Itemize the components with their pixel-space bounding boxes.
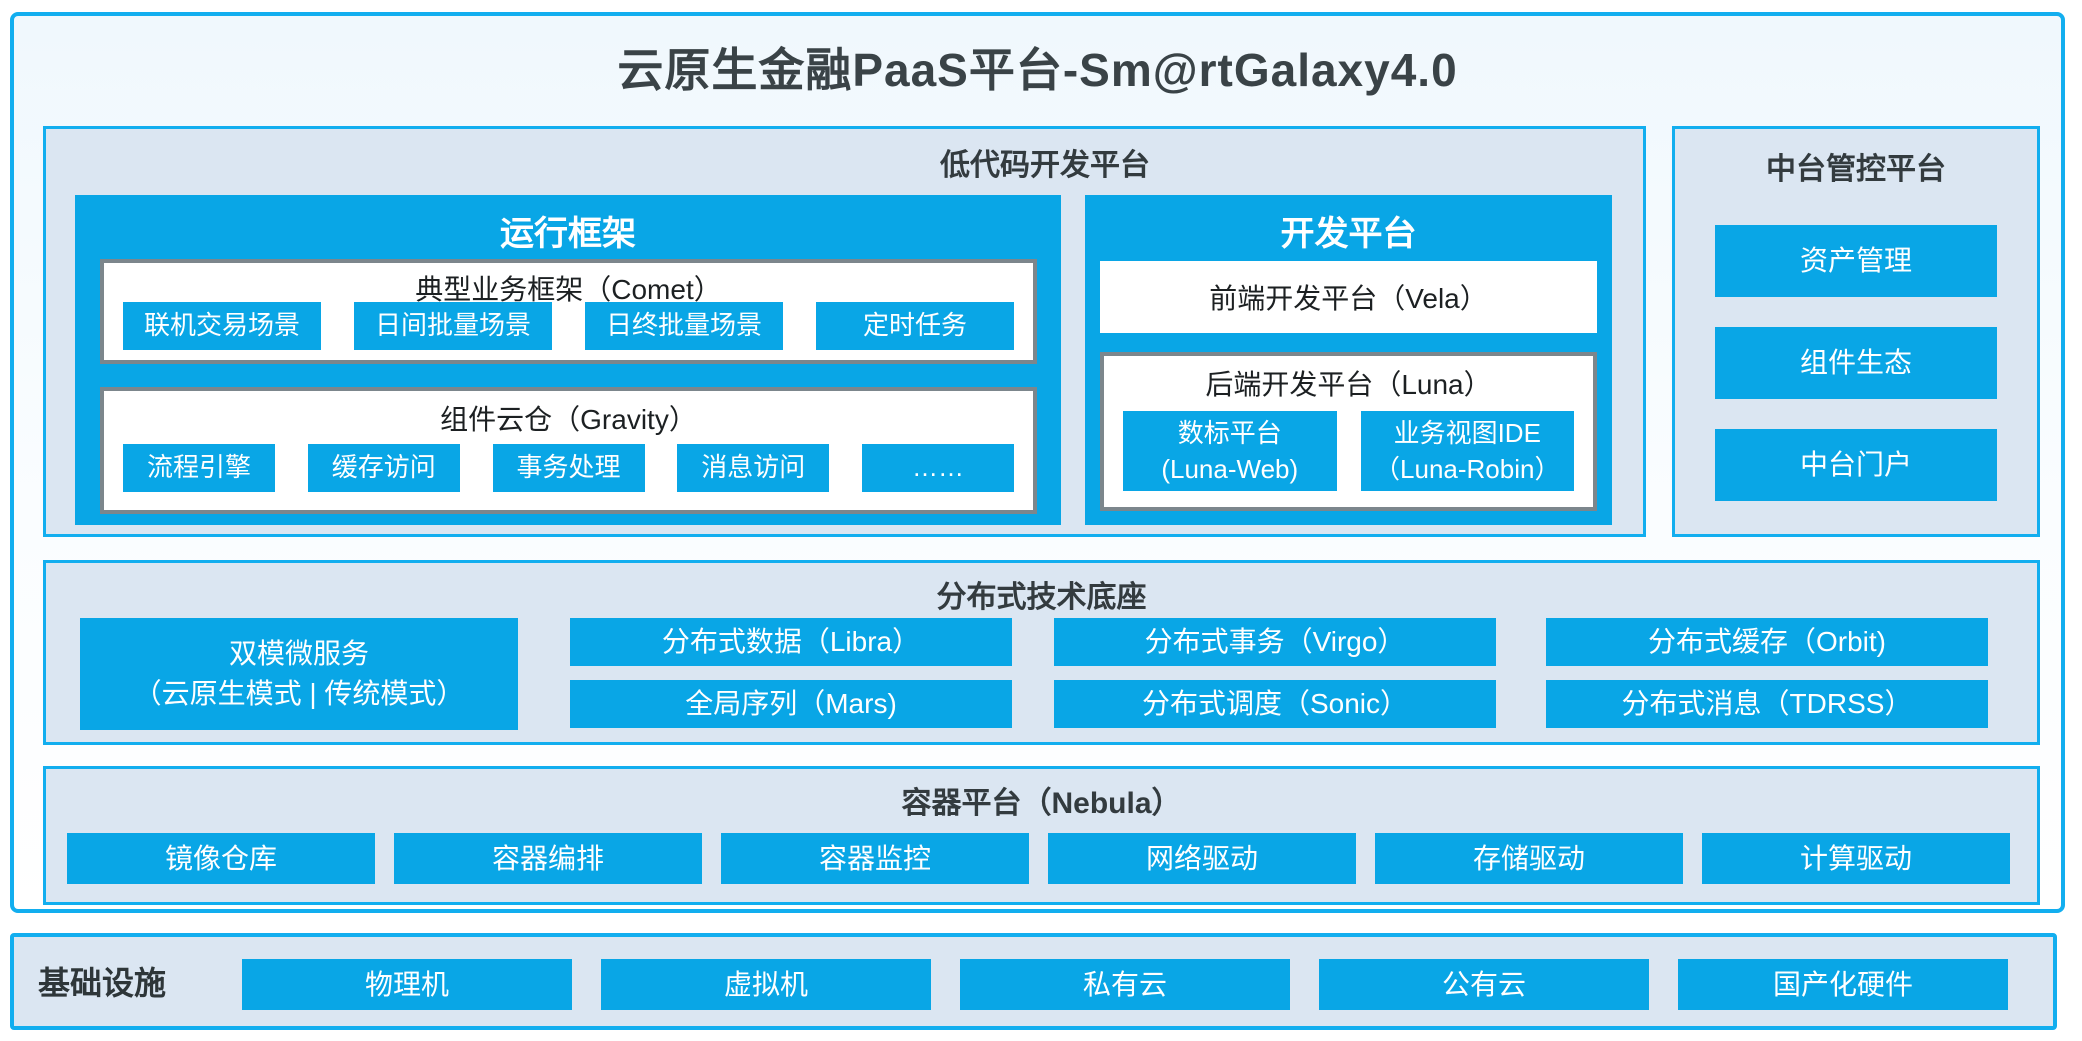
chip-transaction-processing: 事务处理 — [492, 444, 645, 492]
chip-endofday-batch: 日终批量场景 — [585, 302, 783, 350]
chip-midplatform-portal: 中台门户 — [1715, 429, 1997, 501]
section-label-midplatform: 中台管控平台 — [1766, 153, 1946, 186]
box-comet: 典型业务框架（Comet） 联机交易场景 日间批量场景 日终批量场景 定时任务 — [100, 259, 1037, 364]
chip-dual-line1: 双模微服务 — [228, 638, 369, 669]
gravity-item-row: 流程引擎 缓存访问 事务处理 消息访问 …… — [123, 444, 1014, 492]
chip-luna-web-code: (Luna-Web) — [1161, 454, 1299, 484]
block-title-runtime: 运行框架 — [500, 215, 636, 253]
chip-distributed-message-tdrss: 分布式消息（TDRSS） — [1546, 680, 1988, 728]
box-luna-title: 后端开发平台（Luna） — [1205, 369, 1492, 400]
chip-distributed-cache-orbit: 分布式缓存（Orbit) — [1546, 618, 1988, 666]
chip-global-sequence-mars: 全局序列（Mars) — [570, 680, 1012, 728]
chip-luna-web: 数标平台 (Luna-Web) — [1123, 411, 1337, 491]
chip-container-monitoring: 容器监控 — [721, 833, 1029, 884]
section-label-infrastructure: 基础设施 — [38, 964, 167, 1001]
box-luna: 后端开发平台（Luna） 数标平台 (Luna-Web) 业务视图IDE （Lu… — [1100, 352, 1597, 511]
chip-distributed-transaction-virgo: 分布式事务（Virgo） — [1054, 618, 1496, 666]
luna-item-row: 数标平台 (Luna-Web) 业务视图IDE （Luna-Robin） — [1123, 411, 1574, 491]
block-runtime: 运行框架 典型业务框架（Comet） 联机交易场景 日间批量场景 日终批量场景 … — [75, 195, 1061, 525]
chip-domestic-hardware: 国产化硬件 — [1678, 959, 2008, 1010]
chip-luna-robin-code: （Luna-Robin） — [1374, 454, 1561, 484]
section-container-platform: 容器平台（Nebula） 镜像仓库 容器编排 容器监控 网络驱动 存储驱动 计算… — [43, 766, 2040, 905]
section-label-container-platform: 容器平台（Nebula） — [901, 787, 1182, 820]
chip-luna-robin: 业务视图IDE （Luna-Robin） — [1360, 411, 1574, 491]
chip-virtual-machine: 虚拟机 — [601, 959, 931, 1010]
chip-network-driver: 网络驱动 — [1048, 833, 1356, 884]
chip-image-registry: 镜像仓库 — [67, 833, 375, 884]
box-comet-title: 典型业务框架（Comet） — [415, 274, 722, 305]
section-lowcode: 低代码开发平台 运行框架 典型业务框架（Comet） 联机交易场景 日间批量场景… — [43, 126, 1646, 537]
chip-container-orchestration: 容器编排 — [394, 833, 702, 884]
block-title-dev: 开发平台 — [1280, 215, 1417, 253]
chip-distributed-data-libra: 分布式数据（Libra） — [570, 618, 1012, 666]
chip-message-access: 消息访问 — [677, 444, 830, 492]
main-frame: 云原生金融PaaS平台-Sm@rtGalaxy4.0 低代码开发平台 运行框架 … — [10, 12, 2065, 913]
chip-luna-robin-name: 业务视图IDE — [1393, 418, 1541, 448]
box-gravity: 组件云仓（Gravity） 流程引擎 缓存访问 事务处理 消息访问 …… — [100, 387, 1037, 514]
chip-cache-access: 缓存访问 — [307, 444, 460, 492]
section-label-distributed: 分布式技术底座 — [936, 581, 1147, 614]
section-midplatform: 中台管控平台 资产管理 组件生态 中台门户 — [1672, 126, 2040, 537]
section-label-lowcode: 低代码开发平台 — [940, 149, 1150, 182]
box-gravity-title: 组件云仓（Gravity） — [440, 404, 697, 435]
chip-luna-web-name: 数标平台 — [1177, 418, 1282, 448]
chip-more-ellipsis: …… — [862, 444, 1014, 492]
diagram-title: 云原生金融PaaS平台-Sm@rtGalaxy4.0 — [617, 44, 1458, 96]
comet-item-row: 联机交易场景 日间批量场景 日终批量场景 定时任务 — [123, 302, 1014, 350]
chip-asset-management: 资产管理 — [1715, 225, 1997, 297]
section-distributed: 分布式技术底座 双模微服务 （云原生模式 | 传统模式） 分布式数据（Libra… — [43, 560, 2040, 745]
chip-compute-driver: 计算驱动 — [1702, 833, 2010, 884]
chip-public-cloud: 公有云 — [1319, 959, 1649, 1010]
chip-distributed-scheduling-sonic: 分布式调度（Sonic） — [1054, 680, 1496, 728]
chip-dual-line2: （云原生模式 | 传统模式） — [133, 678, 465, 709]
chip-storage-driver: 存储驱动 — [1375, 833, 1683, 884]
chip-physical-machine: 物理机 — [242, 959, 572, 1010]
chip-online-trading: 联机交易场景 — [123, 302, 321, 350]
chip-dual-mode-microservice: 双模微服务 （云原生模式 | 传统模式） — [80, 618, 518, 730]
chip-component-ecosystem: 组件生态 — [1715, 327, 1997, 399]
chip-process-engine: 流程引擎 — [123, 444, 275, 492]
chip-daytime-batch: 日间批量场景 — [354, 302, 552, 350]
block-dev: 开发平台 前端开发平台（Vela） 后端开发平台（Luna） 数标平台 (Lun… — [1085, 195, 1612, 525]
chip-private-cloud: 私有云 — [960, 959, 1290, 1010]
section-infrastructure: 基础设施 物理机 虚拟机 私有云 公有云 国产化硬件 — [10, 933, 2057, 1030]
box-vela: 前端开发平台（Vela） — [1100, 261, 1597, 333]
chip-scheduled-task: 定时任务 — [816, 302, 1014, 350]
